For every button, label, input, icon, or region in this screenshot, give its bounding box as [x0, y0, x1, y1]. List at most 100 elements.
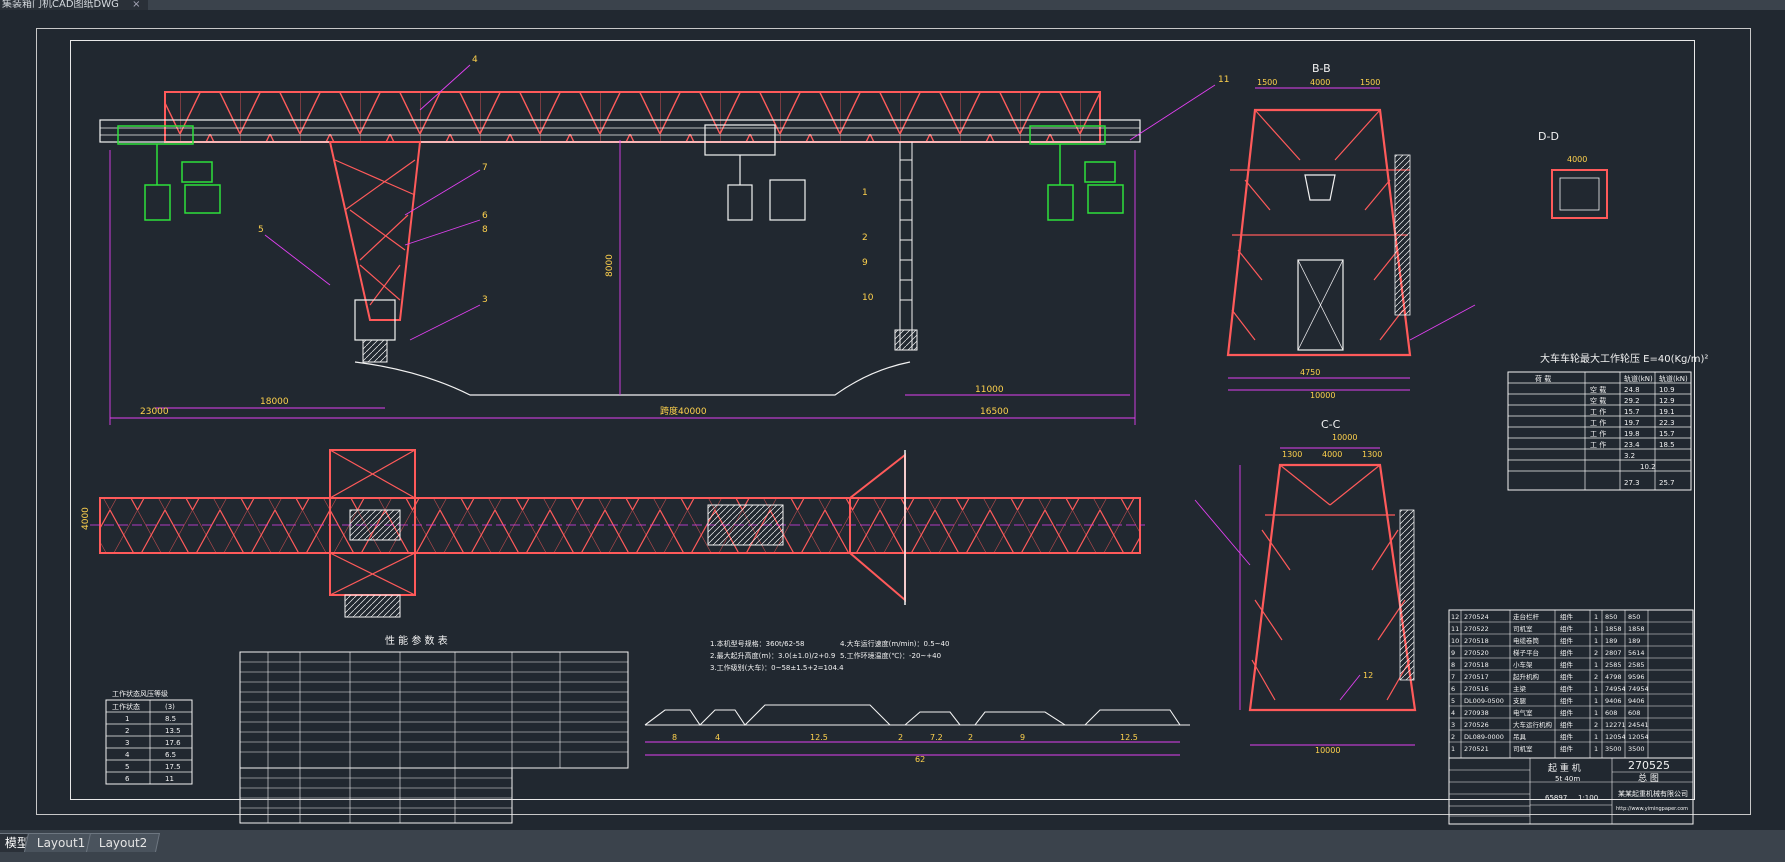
svg-text:司机室: 司机室 [1513, 624, 1533, 633]
dim-height: 8000 [605, 254, 615, 277]
svg-text:3: 3 [125, 739, 129, 747]
svg-text:走台栏杆: 走台栏杆 [1513, 612, 1540, 621]
svg-text:19.1: 19.1 [1659, 408, 1675, 416]
svg-text:组件: 组件 [1560, 684, 1574, 693]
svg-text:组件: 组件 [1560, 708, 1574, 717]
svg-text:4798: 4798 [1605, 673, 1622, 681]
svg-text:1: 1 [1594, 637, 1598, 645]
svg-text:10000: 10000 [1315, 746, 1340, 755]
svg-text:12.5: 12.5 [1120, 733, 1138, 742]
svg-text:12.5: 12.5 [810, 733, 828, 742]
svg-text:62: 62 [915, 755, 925, 764]
svg-text:29.2: 29.2 [1624, 397, 1640, 405]
svg-text:2: 2 [898, 733, 903, 742]
svg-text:工 作: 工 作 [1590, 407, 1606, 416]
elevation-dimensions [109, 64, 1216, 425]
main-girder-truss [164, 91, 1101, 143]
svg-text:2: 2 [125, 727, 129, 735]
svg-text:270518: 270518 [1464, 661, 1489, 669]
model-space-canvas[interactable]: 23000 跨度40000 16500 18000 11000 8000 4 1… [0, 10, 1785, 830]
paper-border [36, 28, 1751, 815]
tab-layout2[interactable]: Layout2 [85, 833, 161, 852]
svg-text:2585: 2585 [1605, 661, 1622, 669]
svg-text:23.4: 23.4 [1624, 441, 1640, 449]
svg-text:4: 4 [125, 751, 130, 759]
svg-text:12054: 12054 [1628, 733, 1649, 741]
close-tab-icon[interactable]: × [132, 0, 141, 10]
svg-text:起升机构: 起升机构 [1513, 672, 1540, 681]
svg-text:10.9: 10.9 [1659, 386, 1675, 394]
tab-layout1-label: Layout1 [36, 836, 86, 850]
svg-text:3500: 3500 [1605, 745, 1622, 753]
svg-text:270938: 270938 [1464, 709, 1489, 717]
svg-text:9: 9 [1020, 733, 1025, 742]
svg-text:608: 608 [1605, 709, 1617, 717]
svg-text:270516: 270516 [1464, 685, 1489, 693]
svg-text:11: 11 [165, 775, 174, 783]
svg-text:19.7: 19.7 [1624, 419, 1640, 427]
svg-text:24541: 24541 [1628, 721, 1649, 729]
svg-text:850: 850 [1605, 613, 1617, 621]
svg-text:850: 850 [1628, 613, 1640, 621]
svg-text:1500: 1500 [1257, 78, 1277, 87]
drawing-frame [70, 40, 1695, 800]
svg-text:梯子平台: 梯子平台 [1513, 648, 1539, 657]
svg-text:3.工作级别(大车)：0~58±1.5+2=104.4: 3.工作级别(大车)：0~58±1.5+2=104.4 [710, 663, 844, 672]
svg-text:8: 8 [672, 733, 677, 742]
svg-text:工作状态风压等级: 工作状态风压等级 [112, 689, 168, 698]
svg-text:(3): (3) [165, 703, 175, 711]
section-cc-label: C-C [1321, 418, 1341, 431]
svg-text:17.6: 17.6 [165, 739, 181, 747]
svg-text:1: 1 [1594, 625, 1598, 633]
svg-text:3500: 3500 [1628, 745, 1645, 753]
svg-text:1: 1 [862, 188, 868, 198]
svg-text:工作状态: 工作状态 [112, 702, 140, 711]
svg-text:1: 1 [1594, 697, 1598, 705]
track-profile: 8 4 12.5 2 7.2 2 9 12.5 62 [644, 704, 1190, 764]
svg-text:12054: 12054 [1605, 733, 1626, 741]
svg-text:15.7: 15.7 [1624, 408, 1640, 416]
svg-text:17.5: 17.5 [165, 763, 181, 771]
svg-text:1: 1 [125, 715, 129, 723]
svg-text:15.7: 15.7 [1659, 430, 1675, 438]
svg-text:10.2: 10.2 [1640, 463, 1656, 471]
svg-text:10: 10 [1451, 637, 1459, 645]
svg-text:1300: 1300 [1362, 450, 1382, 459]
svg-text:4: 4 [715, 733, 720, 742]
svg-text:组件: 组件 [1560, 732, 1574, 741]
svg-text:11: 11 [1451, 625, 1459, 633]
svg-text:8.5: 8.5 [165, 715, 176, 723]
elevation-callouts: 4 11 7 6 8 5 3 1 2 9 10 [258, 55, 1229, 305]
svg-text:1: 1 [1594, 733, 1598, 741]
svg-text:8: 8 [482, 225, 488, 235]
svg-text:13.5: 13.5 [165, 727, 181, 735]
svg-text:空 载: 空 载 [1590, 396, 1606, 405]
svg-text:5614: 5614 [1628, 649, 1645, 657]
svg-text:1: 1 [1594, 613, 1598, 621]
svg-text:74954: 74954 [1605, 685, 1626, 693]
svg-text:4000: 4000 [1310, 78, 1330, 87]
svg-text:电气室: 电气室 [1513, 708, 1533, 717]
drawing-scale: 1:100 [1578, 794, 1598, 802]
performance-title: 性 能 参 数 表 [385, 634, 448, 647]
svg-text:5.工作环境温度(℃)：-20~+40: 5.工作环境温度(℃)：-20~+40 [840, 651, 941, 660]
svg-text:6: 6 [1451, 685, 1455, 693]
svg-text:1: 1 [1594, 685, 1598, 693]
svg-text:组件: 组件 [1560, 648, 1574, 657]
svg-text:2: 2 [1451, 733, 1455, 741]
technical-notes: 1.本机型号规格：360t/62-58 2.最大起升高度(m)：3.0(±1.0… [710, 639, 949, 672]
svg-text:4: 4 [472, 55, 478, 65]
svg-text:大车运行机构: 大车运行机构 [1513, 720, 1553, 729]
company-name: 某某起重机械有限公司 [1618, 789, 1688, 798]
wheel-load-table: 大车车轮最大工作轮压 E=40(Kg/m)² 荷 载 轨道(kN) 轨道(kN)… [1507, 352, 1708, 491]
svg-text:270522: 270522 [1464, 625, 1489, 633]
svg-text:12: 12 [1451, 613, 1459, 621]
svg-text:10: 10 [862, 293, 874, 303]
svg-text:5: 5 [1451, 697, 1455, 705]
document-tab[interactable]: 集装箱门机CAD图纸DWG × [0, 0, 149, 10]
right-leg-ladder [899, 142, 913, 350]
svg-text:组件: 组件 [1560, 672, 1574, 681]
svg-text:74954: 74954 [1628, 685, 1649, 693]
svg-text:电缆卷筒: 电缆卷筒 [1513, 636, 1540, 645]
